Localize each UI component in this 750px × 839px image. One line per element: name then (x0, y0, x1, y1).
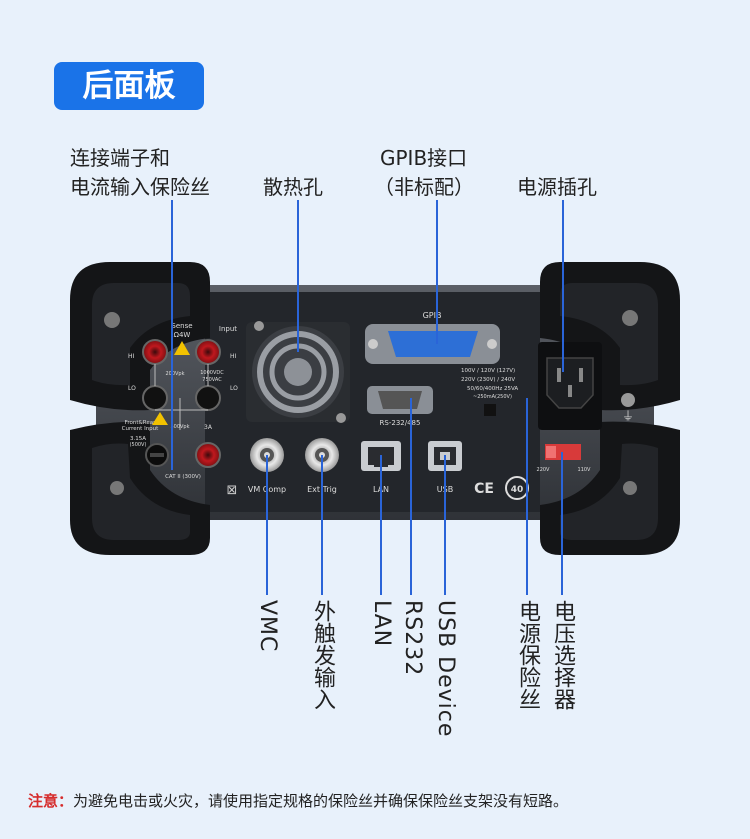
cat-ii-label: CAT II (300V) (165, 474, 201, 480)
callout-gpib-line1: GPIB接口 (380, 146, 468, 170)
terminal-diagram-lines (154, 364, 209, 430)
sel-110-label: 110V (578, 467, 592, 473)
label-rs232: RS232 (400, 600, 425, 677)
label-ext-trig: 外触发输入 (310, 600, 335, 710)
hi-left-label: HI (128, 353, 135, 360)
svg-text:220V (230V) / 240V: 220V (230V) / 240V (461, 377, 515, 383)
fuse-rating-label: 3.15A (130, 436, 146, 442)
label-vmc: VMC (255, 600, 280, 653)
gpib-connector (365, 324, 500, 364)
bumper-top-right (540, 262, 680, 411)
label-lan: LAN (369, 600, 394, 648)
terminal-input-lo (195, 385, 221, 411)
callout-heat-vent: 散热孔 (263, 175, 323, 199)
terminal-sense-hi (142, 339, 168, 365)
fuse-voltage-label: (500V) (130, 442, 147, 448)
callout-terminals-line2: 电流输入保险丝 (70, 175, 210, 199)
rs232-connector (367, 386, 433, 414)
recycle-bin-icon: ⊠ (227, 483, 238, 498)
lock-slot (484, 404, 496, 416)
leader-lines (171, 200, 564, 595)
voltage-rating-table: 100V / 120V (127V) 220V (230V) / 240V 50… (461, 368, 518, 400)
warning-note: 注意：为避免电击或火灾，请使用指定规格的保险丝并确保保险丝支架没有短路。 (28, 790, 568, 811)
vac750-label: 750VAC (202, 377, 222, 383)
fuse-holder (145, 443, 169, 467)
rohs-40-label: 40 (511, 485, 524, 495)
vpk200-label: 200Vpk (165, 371, 184, 377)
svg-text:100V / 120V (127V): 100V / 120V (127V) (461, 368, 515, 374)
lo-right-label: LO (230, 385, 238, 392)
input-label: Input (219, 325, 237, 333)
bumper-bottom-right (540, 421, 680, 555)
front-rear-label-1: Front&Rear (125, 420, 157, 426)
label-power-fuse: 电源保险丝 (515, 600, 540, 710)
power-socket (538, 342, 602, 430)
hi-right-label: HI (230, 353, 237, 360)
amp3-label: 3A (204, 424, 213, 431)
callout-power-socket: 电源插孔 (517, 175, 597, 199)
terminal-current (195, 442, 221, 468)
bumper-bottom-left (70, 421, 210, 555)
vdc1000-label: 1000VDC (200, 370, 224, 376)
bumper-top-left (70, 262, 210, 411)
warning-note-text: 为避免电击或火灾，请使用指定规格的保险丝并确保保险丝支架没有短路。 (73, 792, 569, 810)
warning-triangle-icon-2 (152, 412, 168, 425)
warning-triangle-icon (174, 341, 190, 355)
gpib-label: GPIB (423, 311, 442, 320)
sense-label: Sense (171, 322, 192, 330)
terminal-input-hi (195, 339, 221, 365)
fan-grille (246, 321, 350, 423)
rs232-label: RS-232/485 (380, 419, 421, 427)
callout-gpib-line2: （非标配） (374, 175, 474, 199)
ground-icon: ⏚ (622, 409, 634, 423)
label-voltage-selector: 电压选择器 (550, 600, 575, 710)
lo-left-label: LO (128, 385, 136, 392)
sense-4w-label: Ω4W (174, 331, 191, 339)
section-title-badge: 后面板 (54, 62, 204, 110)
svg-text:50/60/400Hz 25VA: 50/60/400Hz 25VA (467, 386, 518, 392)
front-rear-label-2: Current Input (122, 426, 159, 432)
svg-text:~250mA(250V): ~250mA(250V) (473, 394, 512, 400)
ce-mark: CE (474, 481, 494, 497)
ground-screw (621, 393, 635, 407)
callout-terminals-line1: 连接端子和 (70, 146, 170, 170)
warning-note-label: 注意： (28, 792, 74, 810)
terminal-sense-lo (142, 385, 168, 411)
sel-220-label: 220V (537, 467, 551, 473)
label-usb-device: USB Device (433, 600, 458, 738)
